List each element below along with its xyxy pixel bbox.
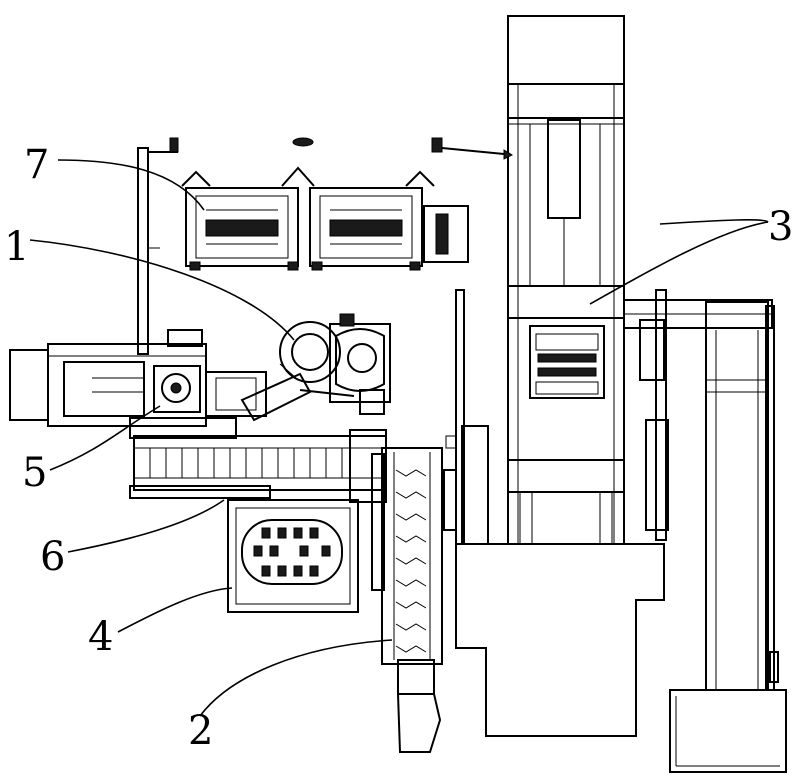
- label-3: 3: [768, 204, 793, 250]
- vertical-conveyor-links: [396, 470, 426, 652]
- fixture-slots: [254, 528, 330, 576]
- label-1: 1: [4, 224, 29, 270]
- label-7: 7: [24, 142, 49, 188]
- right-conveyor: [624, 290, 786, 772]
- robot-arm: [206, 314, 390, 420]
- press-machine: [508, 16, 624, 544]
- label-4: 4: [88, 614, 113, 660]
- motor-assembly: [10, 330, 206, 426]
- label-6: 6: [40, 534, 65, 580]
- support-column: [138, 148, 178, 354]
- label-5: 5: [22, 450, 47, 496]
- conveyor-slats: [150, 448, 342, 478]
- horizontal-conveyor: [130, 418, 386, 502]
- label-2: 2: [188, 708, 213, 754]
- vertical-conveyor: [372, 448, 456, 752]
- gripper-station: [170, 138, 512, 270]
- fixture-table: [228, 500, 358, 612]
